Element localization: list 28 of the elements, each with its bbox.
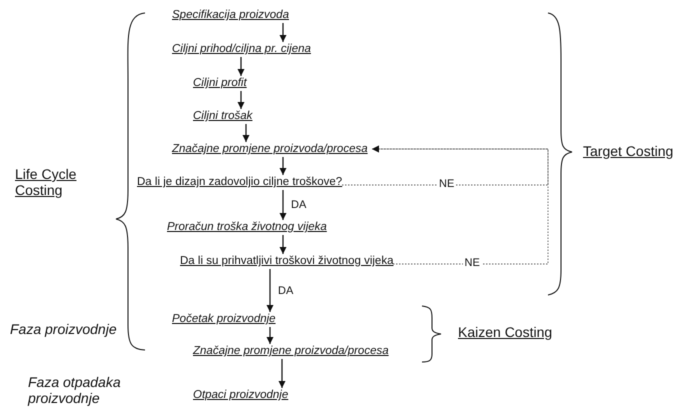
bracket-label: Target Costing: [583, 143, 674, 159]
arrow: [280, 23, 286, 42]
step-text: Proračun troška životnog vijeka: [167, 220, 327, 234]
arrow: [242, 124, 250, 142]
arrow: [238, 91, 244, 109]
arrow: [238, 57, 244, 76]
step-text: Značajne promjene proizvoda/procesa: [193, 344, 389, 358]
arrow: [280, 235, 286, 254]
arrow: [280, 157, 286, 175]
step-text: Početak proizvodnje: [172, 312, 276, 326]
step-text: Ciljni prihod/ciljna pr. cijena: [172, 42, 311, 56]
step-text: Specifikacija proizvoda: [172, 8, 289, 22]
arrow: [266, 327, 274, 344]
step-text: Da li je dizajn zadovoljio ciljne troškove?: [137, 175, 342, 189]
step-text: Ciljni profit: [193, 76, 247, 90]
step-text: Ciljni trošak: [193, 109, 252, 123]
bracket-label: Kaizen Costing: [458, 324, 552, 340]
phase-label: Faza proizvodnje: [10, 321, 117, 337]
dotted-feedback-arrow: [372, 146, 548, 264]
step-text: Značajne promjene proizvoda/procesa: [172, 142, 368, 156]
step-text: Otpaci proizvodnje: [193, 388, 288, 402]
dotted-feedback-arrow: [342, 146, 548, 186]
bracket-label: Life Cycle Costing: [15, 166, 78, 198]
arrow: [280, 190, 286, 220]
arrow: [278, 359, 286, 388]
step-text: Da li su prihvatljivi troškovi životnog vijeka: [180, 254, 394, 268]
phase-label: Faza otpadaka proizvodnje: [28, 374, 122, 406]
arrow: [266, 269, 274, 312]
